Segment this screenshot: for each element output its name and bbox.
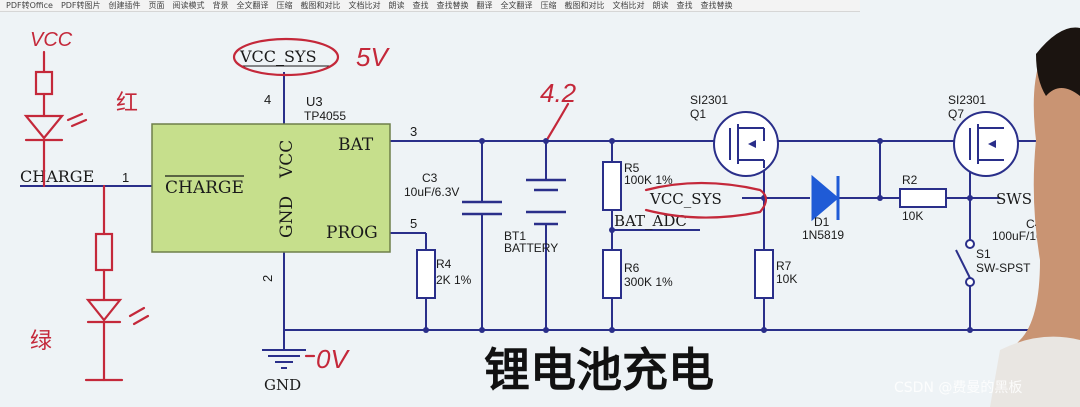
pin-number-bat: 3 <box>410 124 417 139</box>
mosfet-q1 <box>713 111 779 177</box>
chip-part: TP4055 <box>304 109 346 123</box>
resistor-r2 <box>899 188 947 208</box>
r2-value: 10K <box>902 209 923 223</box>
diode-d1 <box>811 174 840 222</box>
resistor-r6 <box>602 249 622 299</box>
resistor-r4 <box>416 249 436 299</box>
r7-value: 10K <box>776 272 797 286</box>
r6-value: 300K 1% <box>624 275 673 289</box>
toolbar-item[interactable]: 查找替换 <box>436 1 469 10</box>
hw-0v: 0V <box>316 344 350 374</box>
hw-red: 红 <box>116 91 138 116</box>
toolbar-item[interactable]: 页面 <box>148 1 165 10</box>
toolbar-item[interactable]: 文档比对 <box>348 1 381 10</box>
toolbar-item[interactable]: 朗读 <box>652 1 669 10</box>
r2-ref: R2 <box>902 173 918 187</box>
toolbar-item[interactable]: 全文翻译 <box>236 1 269 10</box>
toolbar-item[interactable]: 查找 <box>676 1 693 10</box>
bt1-ref: BT1 <box>504 229 526 243</box>
toolbar-item[interactable]: 朗读 <box>388 1 405 10</box>
toolbar-item[interactable]: 查找替换 <box>700 1 733 10</box>
battery-bt1 <box>526 178 566 226</box>
chip-ref: U3 <box>306 94 323 109</box>
pin-charge-label: CHARGE <box>165 178 244 198</box>
toolbar-item[interactable]: 压缩 <box>540 1 557 10</box>
r6-ref: R6 <box>624 261 640 275</box>
gnd-label: GND <box>264 376 301 394</box>
toolbar-item[interactable]: 背景 <box>212 1 229 10</box>
toolbar-item[interactable]: 文档比对 <box>612 1 645 10</box>
d1-part: 1N5819 <box>802 228 844 242</box>
toolbar-item[interactable]: 阅读模式 <box>172 1 205 10</box>
mosfet-q7 <box>953 111 1019 177</box>
s1-ref: S1 <box>976 247 991 261</box>
capacitor-c3 <box>462 200 502 216</box>
chip-u3-body <box>151 123 391 253</box>
gnd-symbol <box>262 349 306 369</box>
pin-gnd-label: GND <box>277 196 297 238</box>
pin-number-gnd: 2 <box>260 275 275 282</box>
c3-value: 10uF/6.3V <box>404 185 459 199</box>
q1-part: SI2301 <box>690 93 728 107</box>
pin-number-charge: 1 <box>122 170 129 185</box>
q7-ref: Q7 <box>948 107 964 121</box>
hw-vcc: VCC <box>30 29 73 51</box>
switch-s1 <box>955 239 975 287</box>
toolbar-item[interactable]: 创建插件 <box>108 1 141 10</box>
toolbar-item[interactable]: 全文翻译 <box>500 1 533 10</box>
net-sws: SWS <box>996 190 1032 208</box>
pin-number-prog: 5 <box>410 216 417 231</box>
toolbar-item[interactable]: 截图和对比 <box>564 1 605 10</box>
hw-green: 绿 <box>30 329 52 354</box>
resistor-r7 <box>754 249 774 299</box>
s1-part: SW-SPST <box>976 261 1031 275</box>
junction-dots <box>423 138 973 333</box>
toolbar-item[interactable]: 截图和对比 <box>300 1 341 10</box>
pin-number-vcc: 4 <box>264 92 271 107</box>
bt1-value: BATTERY <box>504 241 558 255</box>
pdf-toolbar: PDF转Office PDF转图片 创建插件 页面 阅读模式 背景 全文翻译 压… <box>0 0 860 12</box>
pin-vcc-label: VCC <box>277 140 297 179</box>
handwritten-annotations <box>23 37 768 382</box>
hw-5v: 5V <box>356 42 390 72</box>
toolbar-item[interactable]: 压缩 <box>276 1 293 10</box>
net-bat-adc: BAT_ADC <box>614 212 687 230</box>
net-vcc-sys-local: VCC_SYS <box>649 190 722 208</box>
csdn-watermark: CSDN @费曼的黑板 <box>894 380 1022 396</box>
resistor-r5 <box>602 161 622 211</box>
pin-bat-label: BAT <box>338 135 374 155</box>
presenter-photo <box>990 27 1080 407</box>
toolbar-item[interactable]: PDF转Office <box>6 1 53 10</box>
toolbar-item[interactable]: PDF转图片 <box>60 1 101 10</box>
net-vcc-sys-top: VCC_SYS <box>239 47 317 66</box>
pin-prog-label: PROG <box>326 223 378 243</box>
toolbar-item[interactable]: 查找 <box>412 1 429 10</box>
d1-ref: D1 <box>814 215 830 229</box>
net-charge-left: CHARGE <box>20 167 94 186</box>
r4-value: 2K 1% <box>436 273 472 287</box>
c4-value: 100uF/10V <box>992 229 1051 243</box>
q7-part: SI2301 <box>948 93 986 107</box>
r5-value: 100K 1% <box>624 173 673 187</box>
caption-title: 锂电池充电 <box>484 343 714 397</box>
c3-ref: C3 <box>422 171 438 185</box>
toolbar-item[interactable]: 翻译 <box>476 1 493 10</box>
r5-ref: R5 <box>624 161 640 175</box>
hw-4-2: 4.2 <box>540 78 577 108</box>
q1-ref: Q1 <box>690 107 706 121</box>
r7-ref: R7 <box>776 259 792 273</box>
r4-ref: R4 <box>436 257 452 271</box>
